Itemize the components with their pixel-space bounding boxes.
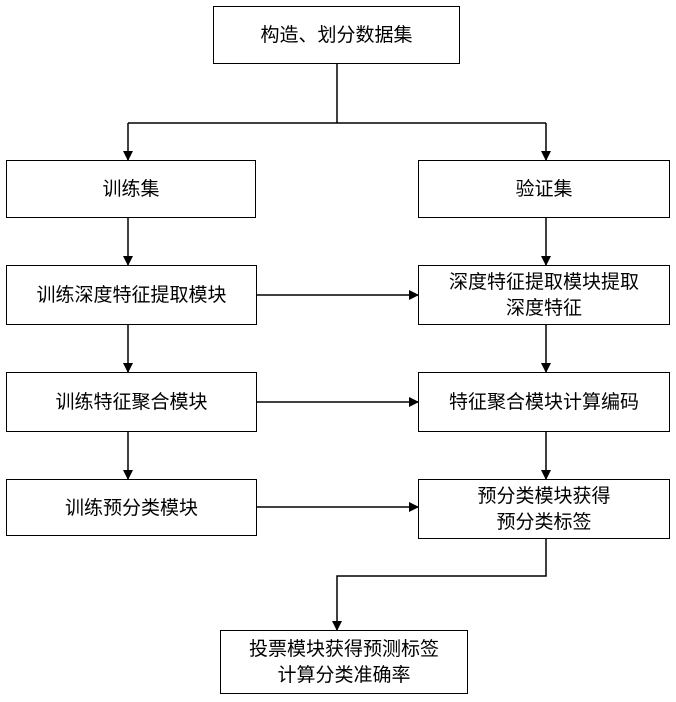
node-train-aggregate-line-1: 训练特征聚合模块: [55, 391, 208, 413]
node-train-aggregate: 训练特征聚合模块: [6, 372, 257, 432]
node-vote-line-2: 计算分类准确率: [277, 664, 411, 686]
node-train-feature: 训练深度特征提取模块: [6, 265, 257, 325]
node-preclass-label-line-1: 预分类模块获得: [477, 485, 611, 507]
node-vote: 投票模块获得预测标签 计算分类准确率: [220, 630, 468, 694]
node-extract-feature: 深度特征提取模块提取 深度特征: [418, 265, 670, 325]
node-extract-feature-line-1: 深度特征提取模块提取: [448, 271, 639, 293]
node-val-set: 验证集: [418, 160, 670, 218]
node-train-set-line-1: 训练集: [102, 178, 160, 200]
arrow-preclass-label-to-vote: [332, 539, 547, 631]
node-dataset: 构造、划分数据集: [213, 6, 460, 64]
node-aggregate-encode-line-1: 特征聚合模块计算编码: [448, 391, 639, 413]
node-train-feature-line-1: 训练深度特征提取模块: [36, 284, 227, 306]
node-preclass-label-line-2: 预分类标签: [496, 511, 592, 533]
node-aggregate-encode: 特征聚合模块计算编码: [418, 372, 670, 432]
node-extract-feature-line-2: 深度特征: [505, 297, 582, 319]
node-dataset-line-1: 构造、划分数据集: [260, 24, 413, 46]
node-vote-line-1: 投票模块获得预测标签: [248, 638, 439, 660]
node-preclass-label: 预分类模块获得 预分类标签: [418, 479, 670, 539]
node-train-preclass: 训练预分类模块: [6, 479, 257, 536]
node-train-preclass-line-1: 训练预分类模块: [64, 496, 198, 519]
node-val-set-line-1: 验证集: [515, 178, 573, 200]
node-train-set: 训练集: [6, 160, 256, 218]
